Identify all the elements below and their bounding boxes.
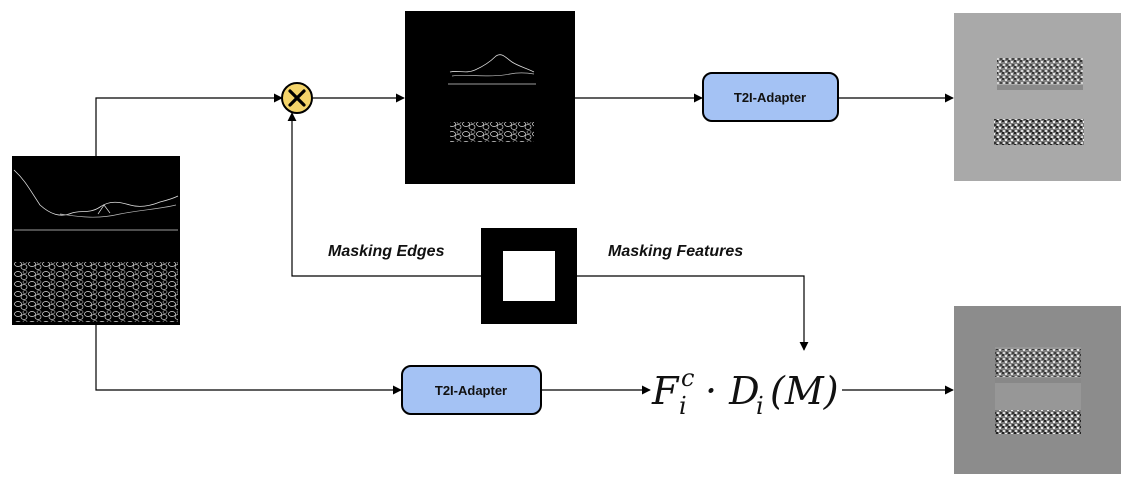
formula-sub-i2: i xyxy=(756,392,764,420)
formula: F c i · D i (M) xyxy=(651,364,839,420)
formula-rest: · D xyxy=(705,369,760,413)
connectors xyxy=(95,93,954,395)
masking-edges-label: Masking Edges xyxy=(328,243,445,260)
adapter-bottom-label: T2I-Adapter xyxy=(435,383,507,398)
formula-arg: (M) xyxy=(770,369,839,413)
edge-map-image xyxy=(12,156,180,325)
mask-to-multiply-arrow xyxy=(287,112,481,277)
mask-image xyxy=(481,228,577,324)
feature-output-bottom-image xyxy=(954,306,1121,474)
feature-output-top-image xyxy=(954,13,1121,181)
formula-base: F xyxy=(651,369,680,413)
adapter-bottom: T2I-Adapter xyxy=(401,365,542,415)
adapter-top: T2I-Adapter xyxy=(702,72,839,122)
mask-to-formula-arrow xyxy=(577,275,809,351)
adapter-top-label: T2I-Adapter xyxy=(734,90,806,105)
masking-features-label: Masking Features xyxy=(608,243,743,260)
edge-to-multiply-arrow xyxy=(95,93,283,156)
formula-sub-i: i xyxy=(679,392,687,420)
masked-edge-image xyxy=(405,11,575,184)
multiply-icon xyxy=(281,82,313,114)
formula-sup-c: c xyxy=(681,364,694,392)
edge-to-adapter-bottom-arrow xyxy=(95,325,402,395)
